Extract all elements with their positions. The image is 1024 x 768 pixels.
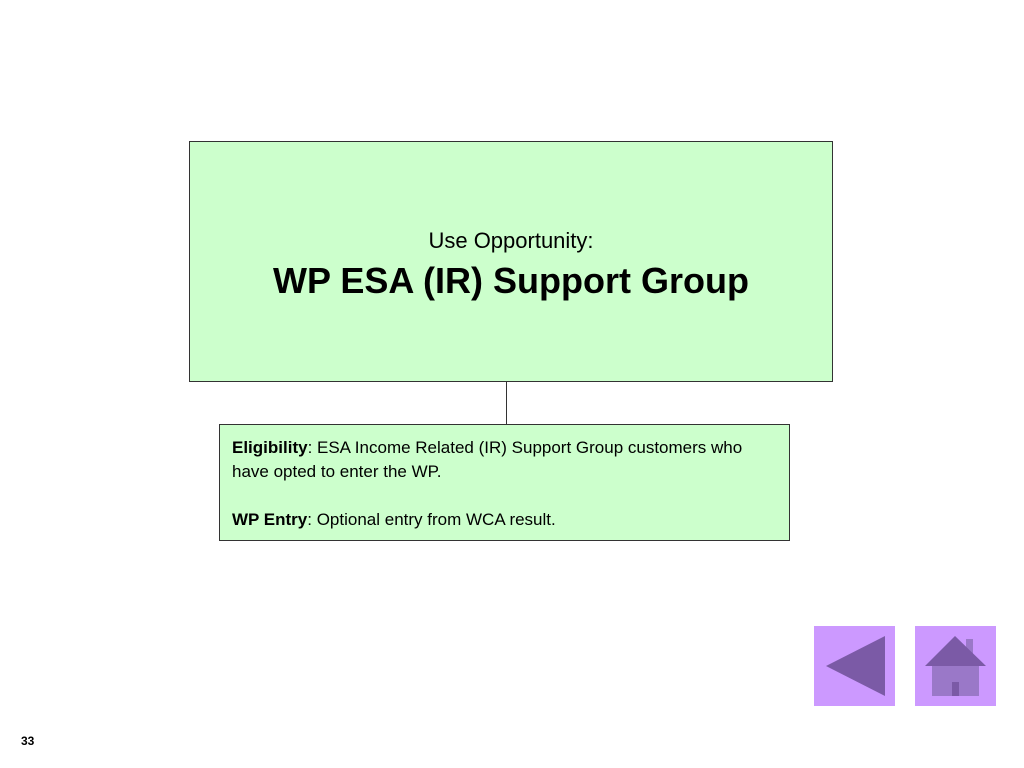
back-button[interactable] — [814, 626, 895, 706]
entry-label: WP Entry — [232, 510, 308, 529]
opportunity-box: Use Opportunity: WP ESA (IR) Support Gro… — [189, 141, 833, 382]
connector-line — [506, 382, 507, 424]
eligibility-text: : ESA Income Related (IR) Support Group … — [232, 438, 743, 481]
back-arrow-icon — [826, 636, 885, 696]
details-box: Eligibility: ESA Income Related (IR) Sup… — [219, 424, 790, 541]
home-button[interactable] — [915, 626, 996, 706]
opportunity-subtitle: Use Opportunity: — [428, 228, 594, 253]
entry-paragraph: WP Entry: Optional entry from WCA result… — [232, 508, 777, 532]
eligibility-paragraph: Eligibility: ESA Income Related (IR) Sup… — [232, 436, 777, 484]
opportunity-title: WP ESA (IR) Support Group — [273, 260, 749, 301]
home-icon — [925, 636, 986, 696]
entry-text: : Optional entry from WCA result. — [307, 510, 556, 529]
eligibility-label: Eligibility — [232, 438, 308, 457]
page-number: 33 — [21, 734, 35, 748]
